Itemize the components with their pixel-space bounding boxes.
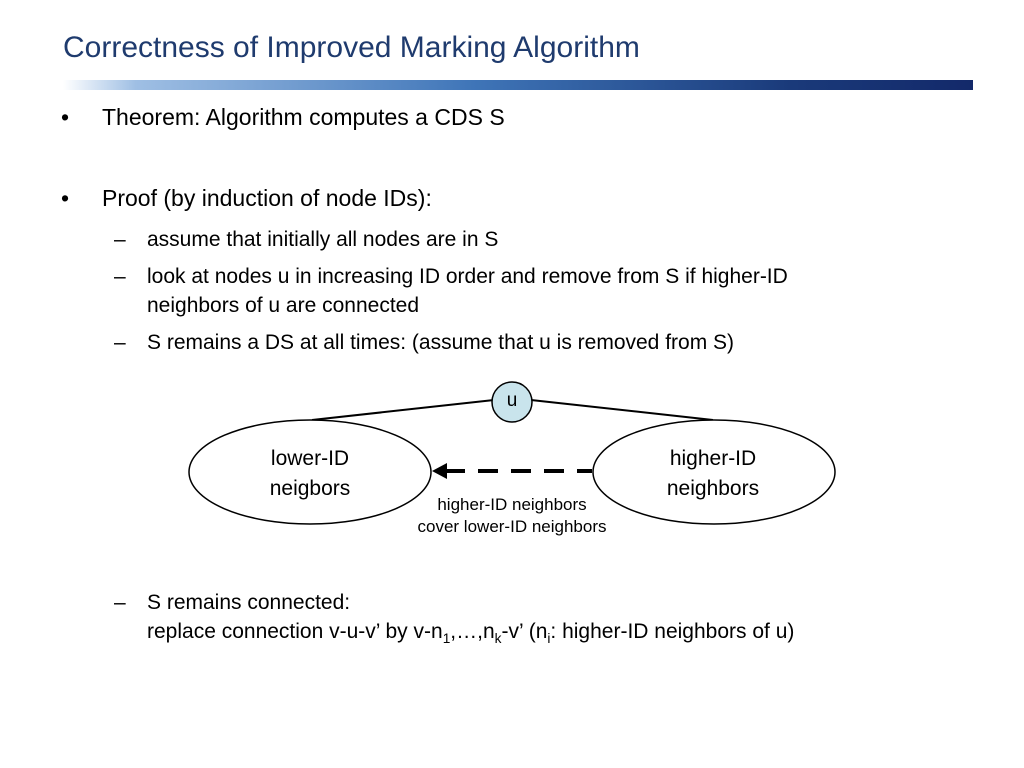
sub-bullet-line: S remains connected:: [147, 591, 351, 614]
dash-icon: –: [114, 265, 126, 288]
bullet-text: Proof (by induction of node IDs):: [102, 185, 432, 211]
sub-bullet-text: S remains a DS at all times: (assume tha…: [147, 331, 735, 354]
ellipse-label-line: higher-ID: [669, 447, 757, 470]
bullet-dot-icon: •: [61, 185, 70, 211]
bullet-text: Theorem: Algorithm computes a CDS S: [102, 104, 505, 130]
edge-u-right: [530, 399, 714, 421]
sub-bullet-line: replace connection v-u-v’ by v-n1,…,nk-v…: [147, 620, 795, 647]
slide-title: Correctness of Improved Marking Algorith…: [63, 31, 640, 64]
sub-bullet-text: look at nodes u in increasing ID order a…: [147, 262, 788, 320]
bullet-dot-icon: •: [61, 104, 70, 130]
sub-bullet-text: S remains connected: replace connection …: [147, 588, 794, 653]
ellipse-label-line: neigbors: [269, 477, 351, 500]
dash-icon: –: [114, 591, 126, 614]
sub-bullet-line: look at nodes u in increasing ID order a…: [147, 265, 788, 288]
dash-icon: –: [114, 228, 126, 251]
arrow-caption: higher-ID neighbors cover lower-ID neigh…: [380, 494, 644, 538]
ellipse-label-line: neighbors: [666, 477, 760, 500]
sub-bullet-line: neighbors of u are connected: [147, 294, 420, 317]
caption-line: cover lower-ID neighbors: [417, 517, 607, 536]
higher-id-label: higher-ID neighbors: [623, 444, 803, 504]
caption-line: higher-ID neighbors: [437, 495, 587, 514]
dash-icon: –: [114, 331, 126, 354]
node-u-label: u: [506, 390, 518, 411]
title-underline-bar: [63, 80, 973, 90]
node-u-circle: [491, 381, 533, 423]
edge-u-left: [311, 399, 495, 421]
higher-id-ellipse: [592, 419, 836, 525]
arrow-head-icon: [432, 463, 447, 479]
lower-id-ellipse: [188, 419, 432, 525]
lower-id-label: lower-ID neigbors: [220, 444, 400, 504]
sub-bullet-text: assume that initially all nodes are in S: [147, 228, 499, 251]
ellipse-label-line: lower-ID: [270, 447, 350, 470]
